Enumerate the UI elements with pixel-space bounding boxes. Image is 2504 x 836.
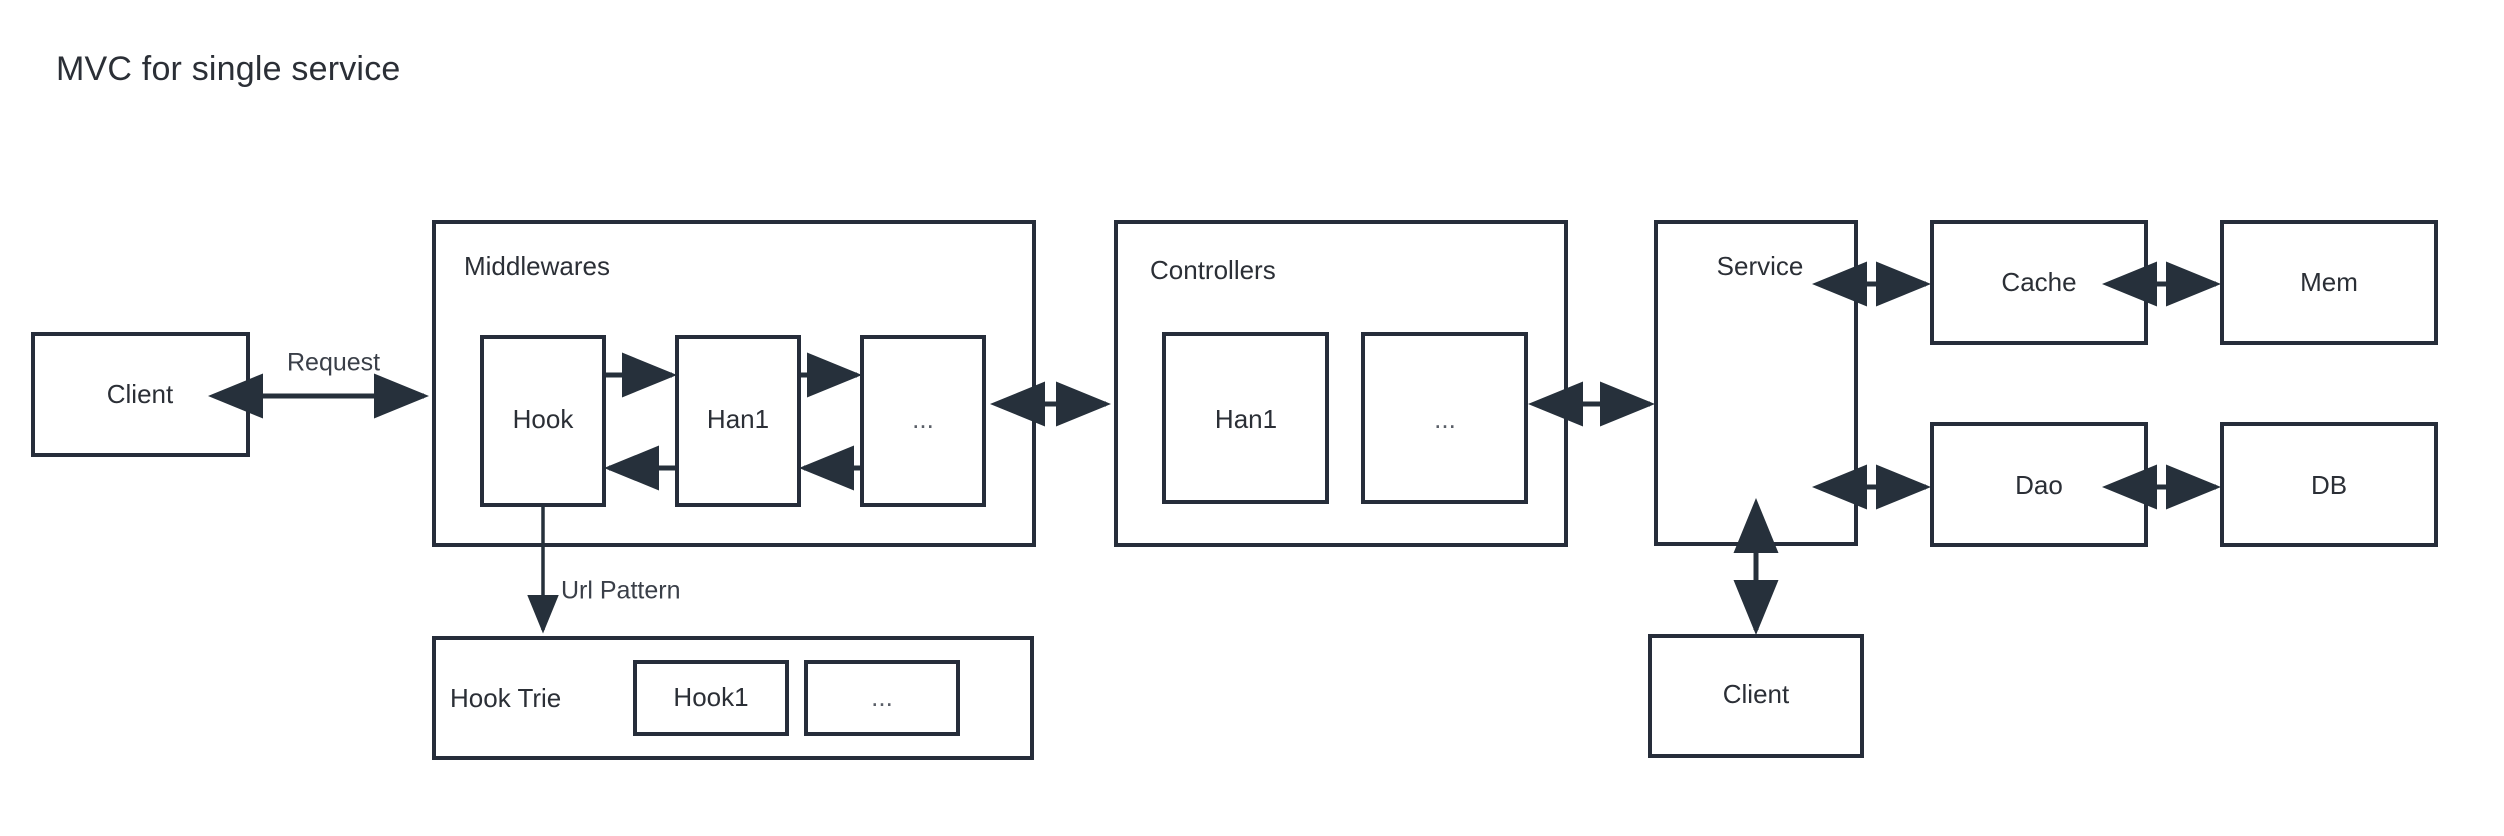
node-mw-more[interactable]: ... — [860, 335, 986, 507]
controllers-label: Controllers — [1150, 255, 1276, 285]
db-box — [2220, 422, 2438, 547]
cache-label: Cache — [2001, 267, 2076, 297]
mw-han1-box — [675, 335, 801, 507]
client-left-label: Client — [107, 379, 174, 409]
node-dao[interactable]: Dao — [1930, 422, 2148, 547]
node-service[interactable]: Service — [1654, 220, 1858, 546]
trie-hook1-label: Hook1 — [673, 682, 748, 712]
middlewares-label: Middlewares — [464, 251, 610, 281]
group-hook-trie[interactable]: Hook Trie Hook1 ... — [432, 636, 1034, 760]
ctrl-han1-label: Han1 — [1215, 404, 1277, 434]
node-client-bottom[interactable]: Client — [1648, 634, 1864, 758]
dao-label: Dao — [2015, 470, 2063, 500]
mw-hook-box — [480, 335, 606, 507]
node-mem[interactable]: Mem — [2220, 220, 2438, 345]
node-trie-hook1[interactable]: Hook1 — [633, 660, 789, 736]
mw-more-box — [860, 335, 986, 507]
db-label: DB — [2311, 470, 2347, 500]
trie-more-label: ... — [871, 682, 893, 712]
trie-more-box — [804, 660, 960, 736]
service-label: Service — [1717, 251, 1804, 281]
node-mw-hook[interactable]: Hook — [480, 335, 606, 507]
hook-trie-label: Hook Trie — [450, 683, 561, 713]
node-trie-more[interactable]: ... — [804, 660, 960, 736]
edge-request[interactable]: Request — [208, 349, 429, 419]
ctrl-more-box — [1361, 332, 1528, 504]
node-ctrl-more[interactable]: ... — [1361, 332, 1528, 504]
node-db[interactable]: DB — [2220, 422, 2438, 547]
group-controllers[interactable]: Controllers Han1 ... — [1114, 220, 1568, 547]
client-bottom-label: Client — [1723, 679, 1790, 709]
mw-more-label: ... — [912, 404, 934, 434]
group-middlewares[interactable]: Middlewares Hook Han1 ... — [432, 220, 1036, 547]
mw-han1-label: Han1 — [707, 404, 769, 434]
page-title: MVC for single service — [56, 50, 401, 88]
mw-hook-label: Hook — [513, 404, 575, 434]
request-label: Request — [287, 349, 380, 377]
node-cache[interactable]: Cache — [1930, 220, 2148, 345]
trie-hook1-box — [633, 660, 789, 736]
ctrl-han1-box — [1162, 332, 1329, 504]
node-client-left[interactable]: Client — [31, 332, 250, 457]
node-ctrl-han1[interactable]: Han1 — [1162, 332, 1329, 504]
client-bottom-box — [1648, 634, 1864, 758]
mem-box — [2220, 220, 2438, 345]
node-mw-han1[interactable]: Han1 — [675, 335, 801, 507]
url-pattern-label: Url Pattern — [561, 577, 680, 605]
mem-label: Mem — [2300, 267, 2358, 297]
ctrl-more-label: ... — [1434, 404, 1456, 434]
edge-url-pattern[interactable]: Url Pattern — [527, 505, 680, 634]
